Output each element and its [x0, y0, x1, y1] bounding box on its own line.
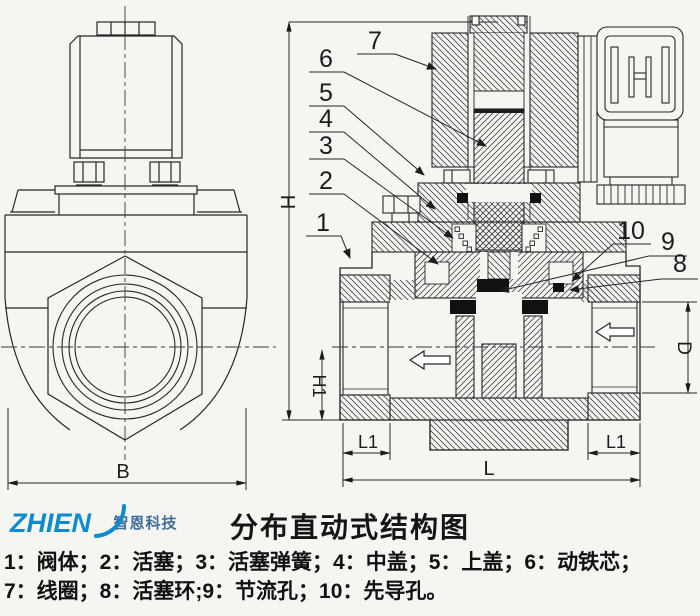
svg-text:3: 3	[319, 132, 333, 160]
flow-arrow-right-icon	[594, 321, 635, 343]
front-view-centerlines	[1, 6, 276, 460]
main-seat	[481, 343, 517, 399]
valve-seat-right	[523, 315, 543, 399]
coil-cap	[96, 21, 156, 36]
svg-text:8: 8	[673, 250, 687, 278]
svg-text:9: 9	[661, 228, 675, 256]
dimension-d: D	[642, 301, 697, 394]
piston-ring-small	[553, 283, 564, 292]
page-title: 分布直动式结构图	[229, 512, 470, 543]
left-port-bore	[342, 301, 389, 396]
dimension-d-label: D	[673, 341, 694, 355]
callouts: 7 6 5 4 3 2 1	[306, 27, 698, 293]
valve-seat-left	[455, 315, 475, 399]
callout-10: 10	[571, 217, 651, 282]
front-view	[4, 21, 248, 441]
callout-7: 7	[357, 27, 437, 70]
piston-spring-coils	[454, 226, 543, 252]
body-bottom-wall	[389, 397, 589, 421]
legend-line-2: 7：线圈；8：活塞环;9：节流孔；10：先导孔。	[4, 580, 448, 603]
parts-legend: 1：阀体；2：活塞；3：活塞弹簧；4：中盖；5：上盖；6：动铁芯； 7：线圈；8…	[4, 548, 700, 606]
seal-right	[530, 193, 541, 203]
dimension-l-label: L	[483, 458, 494, 480]
svg-text:4: 4	[319, 105, 333, 133]
dimension-b: B	[7, 408, 247, 490]
dimension-h: H	[276, 21, 498, 421]
callout-5: 5	[309, 79, 425, 176]
legend-line-1: 1：阀体；2：活塞；3：活塞弹簧；4：中盖；5：上盖；6：动铁芯；	[4, 551, 642, 574]
section-view	[339, 15, 686, 451]
dimension-h1-label: H1	[309, 374, 329, 397]
pilot-stem	[487, 251, 511, 280]
piston-ring-right	[522, 300, 548, 314]
logo-brand-text: ZHIEN	[10, 508, 91, 538]
left-nut	[73, 161, 105, 183]
callout-4: 4	[309, 105, 436, 210]
dimension-l1-left: L1	[342, 423, 391, 460]
right-port-bore	[591, 301, 638, 394]
callout-1: 1	[306, 209, 351, 259]
footer: ZHIEN 智恩科技 分布直动式结构图 1：阀体；2：活塞；3：活塞弹簧；4：中…	[0, 498, 700, 616]
seal-left	[457, 193, 468, 203]
right-nut	[149, 161, 181, 183]
dimension-h-label: H	[276, 195, 298, 209]
mounting-plate	[54, 185, 198, 195]
dimension-l: L	[342, 423, 641, 487]
body-port-wall	[339, 274, 391, 303]
spring-pocket-left	[451, 223, 477, 253]
dimension-l1-right-label: L1	[606, 432, 626, 452]
svg-text:6: 6	[319, 45, 333, 73]
callout-9: 9	[499, 228, 687, 293]
logo-company-text: 智恩科技	[113, 515, 178, 532]
body-outline	[339, 252, 641, 451]
din-connector	[577, 26, 686, 205]
coil-section-left	[431, 32, 469, 168]
dimension-b-label: B	[116, 461, 129, 483]
logo-swoosh-icon	[94, 504, 127, 538]
coil-section-right	[529, 32, 579, 168]
callout-8: 8	[569, 250, 698, 293]
svg-text:10: 10	[617, 217, 645, 245]
svg-text:2: 2	[319, 167, 333, 195]
coil-body-front	[69, 35, 183, 159]
callout-3: 3	[309, 132, 454, 239]
svg-text:5: 5	[319, 79, 333, 107]
piston-ring-left	[450, 300, 476, 314]
callout-6: 6	[309, 45, 487, 147]
callout-2: 2	[309, 167, 439, 265]
flow-arrows	[408, 321, 635, 371]
connector-nut	[596, 184, 686, 205]
flow-arrow-left-icon	[408, 349, 451, 371]
dimension-l1-left-label: L1	[358, 432, 378, 452]
body-bottom-boss	[429, 419, 569, 451]
svg-text:1: 1	[316, 209, 330, 237]
svg-text:7: 7	[368, 27, 382, 55]
valve-structure-drawing: B H H1	[1, 6, 698, 490]
dimension-l1-right: L1	[587, 423, 641, 460]
logo: ZHIEN 智恩科技	[10, 504, 178, 544]
dimension-h1: H1	[309, 349, 329, 421]
